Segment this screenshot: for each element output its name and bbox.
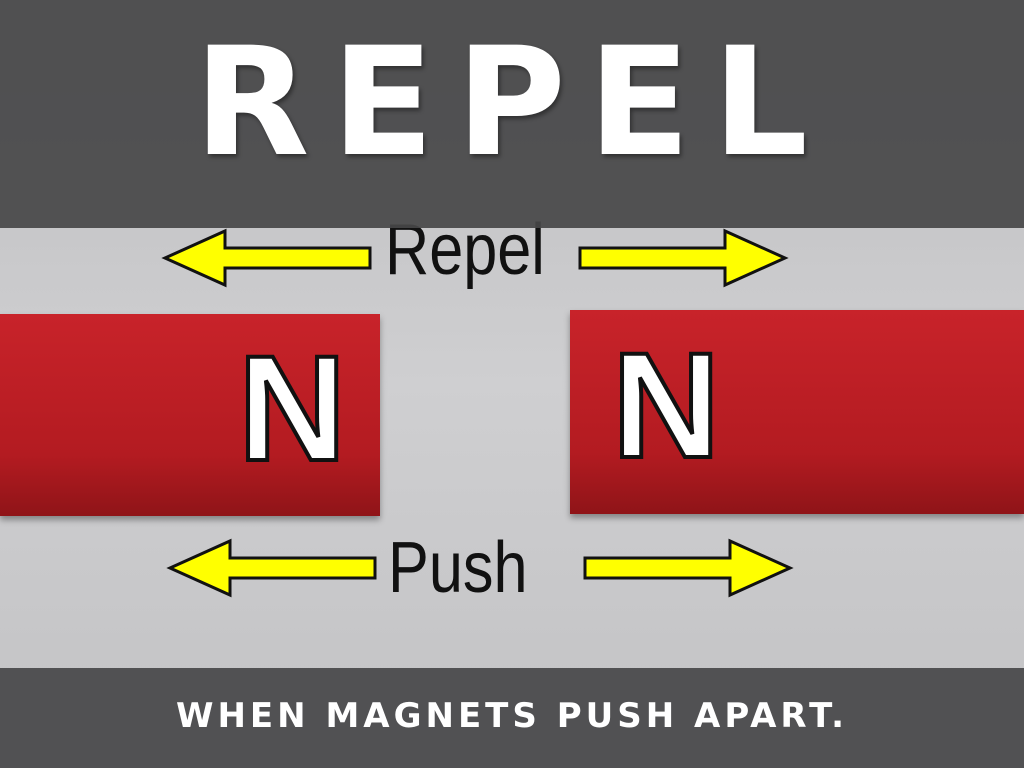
arrow-left-bottom-icon: [166, 538, 377, 598]
right-magnet: [570, 310, 1024, 514]
left-magnet: [0, 314, 380, 516]
title-overlay: [0, 0, 1024, 228]
arrow-right-top-icon: [578, 228, 789, 288]
left-pole-label: N: [236, 324, 348, 492]
slide-subtitle: WHEN MAGNETS PUSH APART.: [175, 696, 849, 736]
caption-bar: [0, 668, 1024, 768]
arrow-right-bottom-icon: [583, 538, 794, 598]
slide-title: REPEL: [194, 16, 830, 190]
arrow-left-top-icon: [161, 228, 372, 288]
push-label: Push: [388, 528, 528, 608]
right-pole-label: N: [610, 321, 722, 489]
